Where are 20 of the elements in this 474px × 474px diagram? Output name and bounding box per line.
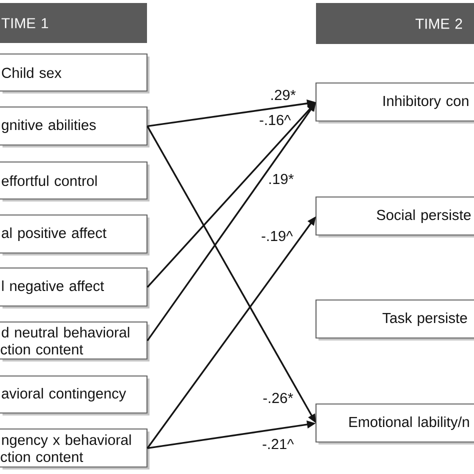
variable-box: avioral contingency [0, 375, 150, 416]
variable-box: l negative affect [0, 267, 150, 308]
header-band: TIME 2 [316, 3, 474, 44]
variable-box: effortful control [0, 161, 150, 202]
variable-box: al positive affect [0, 214, 150, 256]
variable-box: Emotional lability/n [315, 403, 474, 444]
edge-label: -.21^ [262, 438, 294, 450]
edge-label: .19* [269, 174, 294, 184]
edge-label: -.16^ [260, 114, 291, 126]
variable-box: d neutral behavioral ction content [0, 321, 150, 362]
edge-label: -.19^ [262, 230, 293, 242]
edge-label: -.26* [263, 392, 294, 404]
variable-box: Task persiste [315, 299, 474, 340]
variable-box: Child sex [0, 53, 150, 94]
variable-box: Social persiste [315, 196, 474, 238]
variable-box: Inhibitory con [315, 82, 474, 124]
header-band: TIME 1 [0, 3, 147, 43]
edge-label: .29* [271, 90, 296, 100]
variable-box: ngency x behavioral ction content [0, 428, 150, 470]
variable-box: gnitive abilities [0, 106, 150, 148]
